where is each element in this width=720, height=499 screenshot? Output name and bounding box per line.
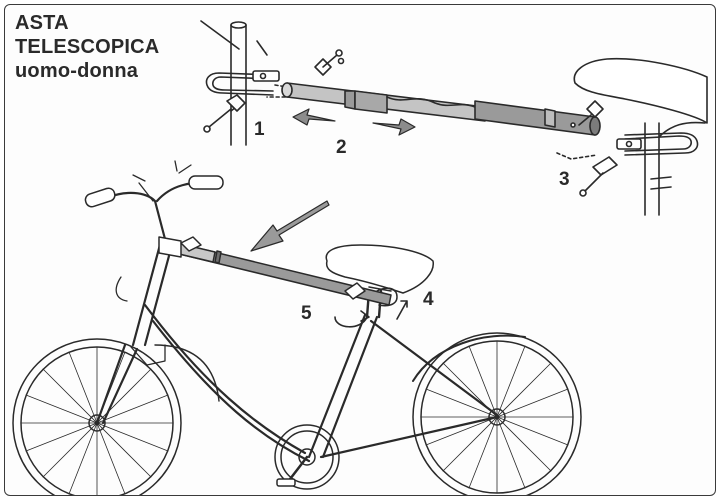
right-clamp — [556, 100, 699, 197]
title-line-2: TELESCOPICA — [15, 36, 160, 58]
up-arrow-icon — [396, 300, 408, 320]
diagram-title: ASTA TELESCOPICA uomo-donna — [15, 11, 159, 83]
arrow-left-icon — [292, 108, 336, 126]
step-3-label: 3 — [559, 169, 570, 190]
title-line-1: ASTA — [15, 12, 69, 34]
left-wing-nut — [314, 49, 345, 76]
pointer-arrow-icon — [250, 200, 330, 252]
installed-bar — [158, 236, 398, 307]
rotate-arrow-icon — [334, 316, 368, 328]
assembly-illustration: 1 2 3 4 5 — [12, 20, 708, 495]
instruction-sheet: ASTA TELESCOPICA uomo-donna — [4, 4, 716, 496]
arrow-right-icon — [372, 118, 416, 136]
step-labels: 1 2 3 4 5 — [254, 119, 570, 324]
left-clamp — [203, 70, 288, 133]
bike-frame — [95, 239, 499, 463]
handlebars — [84, 160, 224, 366]
step-5-label: 5 — [301, 303, 312, 324]
telescopic-bar — [281, 82, 601, 136]
chainring — [274, 424, 340, 490]
title-line-3: uomo-donna — [15, 60, 139, 82]
bike-saddle — [325, 244, 434, 319]
exploded-view — [200, 20, 708, 216]
bicycle-view — [12, 160, 582, 495]
left-frame-tube — [200, 20, 268, 146]
step-1-label: 1 — [254, 119, 265, 140]
step-2-label: 2 — [336, 137, 347, 158]
step-4-label: 4 — [423, 289, 434, 310]
rotate-arrow-head — [360, 310, 370, 322]
